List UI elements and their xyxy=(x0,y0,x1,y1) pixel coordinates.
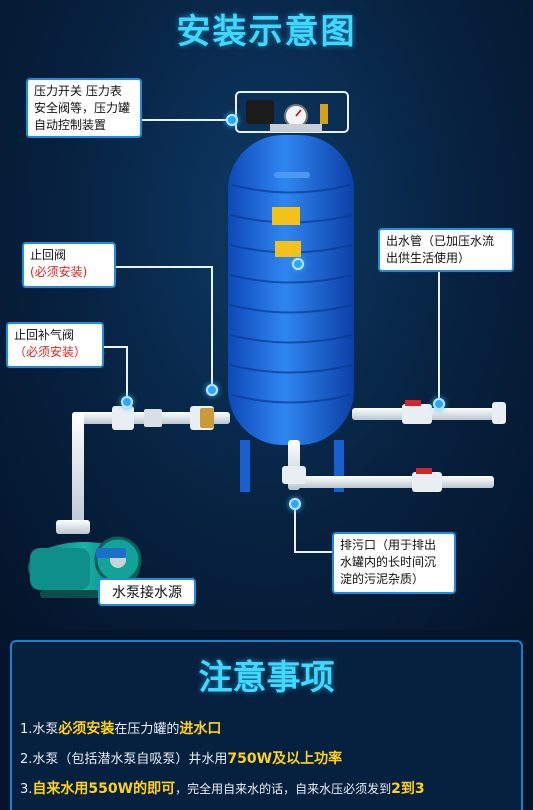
marker-dot xyxy=(292,258,304,270)
outlet-valve-handle xyxy=(405,400,421,406)
label-pump-source: 水泵接水源 xyxy=(98,578,196,606)
pressure-tank xyxy=(228,135,354,492)
marker-dot xyxy=(289,498,301,510)
label-outlet-pipe: 出水管（已加压水流 出供生活使用） xyxy=(378,228,514,272)
label-air-check-valve: 止回补气阀 （必须安装） xyxy=(6,322,104,368)
check-valve-fitting xyxy=(200,408,214,428)
note-item: 3.自来水用550W的即可，完全用自来水的话，自来水压必须发到2到3 xyxy=(20,781,425,797)
label-line: 排污口（用于排出 xyxy=(340,538,437,552)
label-line: 安全阀等，压力罐 xyxy=(34,101,131,115)
connector-line xyxy=(294,505,296,553)
notes-panel: 注意事项 1.水泵必须安装在压力罐的进水口 2.水泵（包括潜水泵自吸泵）井水用7… xyxy=(10,640,523,810)
connector-line xyxy=(211,266,213,386)
label-line: 出水管（已加压水流 xyxy=(386,234,495,248)
label-line: 自动控制装置 xyxy=(34,118,107,132)
marker-dot xyxy=(226,114,238,126)
connector-line xyxy=(438,262,440,398)
page-title: 安装示意图 xyxy=(176,12,357,52)
notes-title: 注意事项 xyxy=(198,658,335,698)
drain-pipe xyxy=(282,440,494,492)
label-drain: 排污口（用于排出 水罐内的长时间沉 淀的污泥杂质） xyxy=(332,532,456,594)
marker-dot xyxy=(121,396,133,408)
connector-line xyxy=(115,266,213,268)
label-line: 淀的污泥杂质） xyxy=(340,572,425,586)
connector-line xyxy=(126,346,128,402)
marker-dot xyxy=(433,398,445,410)
outlet-pipe xyxy=(352,402,506,424)
drain-valve-handle xyxy=(416,468,432,474)
note-item: 2.水泵（包括潜水泵自吸泵）井水用750W及以上功率 xyxy=(20,751,343,767)
note-item: 1.水泵必须安装在压力罐的进水口 xyxy=(20,721,222,737)
label-line: 压力开关 压力表 xyxy=(34,84,122,98)
label-line: 出供生活使用） xyxy=(386,251,471,265)
tank-top-fittings xyxy=(235,91,349,133)
label-line: 止回补气阀 xyxy=(14,328,75,342)
label-warning: （必须安装） xyxy=(14,345,87,359)
connector-line xyxy=(140,119,232,121)
installation-illustration xyxy=(28,91,506,598)
marker-dot xyxy=(206,384,218,396)
label-line: 水罐内的长时间沉 xyxy=(340,555,437,569)
connector-line xyxy=(103,346,128,348)
label-warning: (必须安装) xyxy=(30,265,88,279)
connector-line xyxy=(294,551,332,553)
label-line: 水泵接水源 xyxy=(112,585,182,601)
label-pressure-switch: 压力开关 压力表 安全阀等，压力罐 自动控制装置 xyxy=(26,78,142,138)
label-check-valve: 止回阀 (必须安装) xyxy=(22,242,116,288)
label-line: 止回阀 xyxy=(30,248,67,262)
